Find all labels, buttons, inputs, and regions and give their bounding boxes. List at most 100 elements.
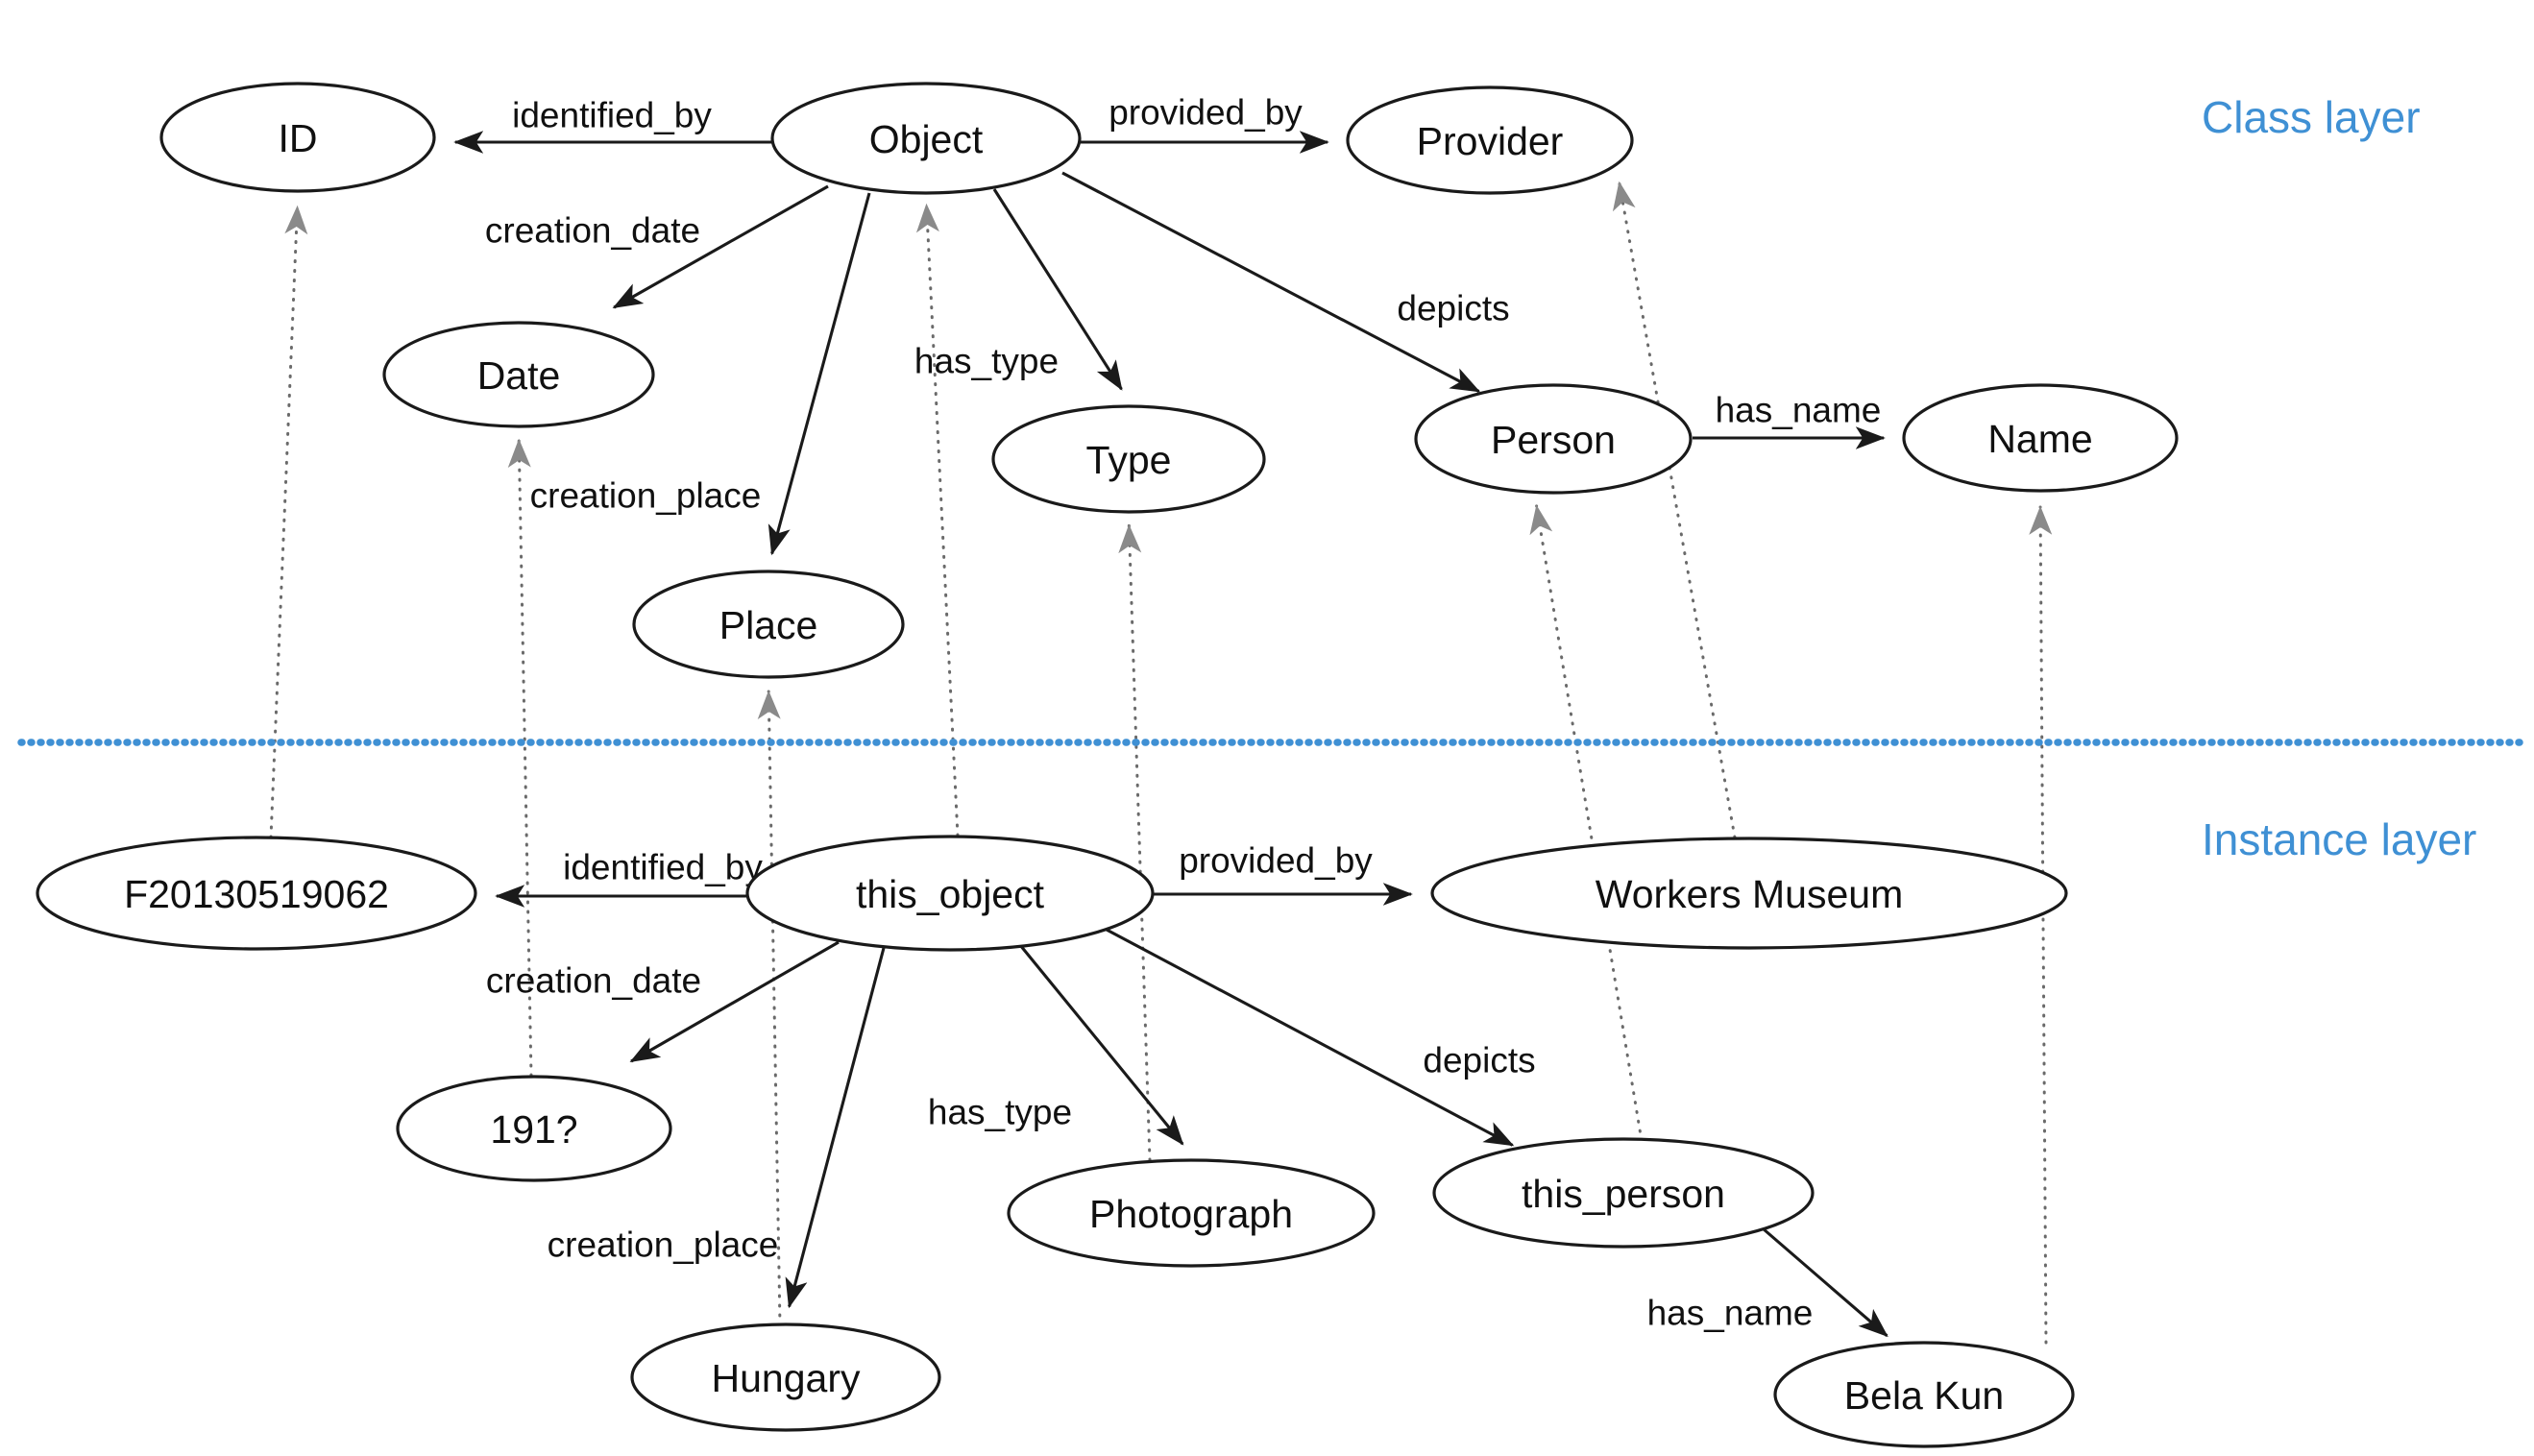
node-hungary[interactable]: Hungary [630,1323,941,1432]
node-ellipse [1773,1341,2075,1448]
node-type[interactable]: Type [991,404,1266,514]
node-ellipse [630,1323,941,1432]
node-id[interactable]: ID [159,82,436,193]
node-ellipse [1414,383,1693,495]
node-label: this_object [856,872,1045,916]
node-ellipse [1430,837,2068,950]
node-label: F20130519062 [124,872,389,916]
edge-label: identified_by [512,96,712,135]
instance-of-link [269,205,308,839]
node-ellipse [396,1075,672,1182]
edge-c-creation_date: creation_date [485,184,829,309]
node-ellipse [632,570,905,679]
edge-label: depicts [1423,1041,1535,1080]
node-ellipse [770,82,1082,195]
edge-i-creation_place: creation_place [548,947,886,1309]
instance-of-link [2029,505,2053,1345]
node-label: Name [1987,417,2092,461]
node-place[interactable]: Place [632,570,905,679]
edge-arrow [629,940,840,1063]
edge-label: creation_date [486,961,701,1001]
edge-arrow [1754,1221,1888,1338]
node-provider[interactable]: Provider [1346,85,1634,195]
node-191-[interactable]: 191? [396,1075,672,1182]
node-f20130519062[interactable]: F20130519062 [36,836,477,951]
node-label: Place [719,603,818,647]
edge-label: provided_by [1179,841,1373,881]
node-workers-museum[interactable]: Workers Museum [1430,837,2068,950]
instance-of-link [915,203,960,837]
node-date[interactable]: Date [382,321,655,428]
edge-arrow [1106,928,1515,1147]
node-label: Provider [1417,119,1564,163]
edge-arrow [768,192,871,556]
node-label: Object [869,117,984,161]
edge-label: depicts [1397,289,1509,328]
node-this-person[interactable]: this_person [1432,1137,1815,1249]
node-ellipse [382,321,655,428]
node-label: Photograph [1089,1192,1293,1236]
instance-layer-edges-group: identified_by provided_by creation_datecre… [486,841,1888,1338]
node-label: Type [1086,438,1172,482]
node-person[interactable]: Person [1414,383,1693,495]
instance-of-link [507,438,533,1078]
edge-c-has_type: has_type [914,188,1123,391]
edge-i-identified_by: identified_by [495,848,763,908]
class-layer-edges-group: identified_by provided_by creation_datecre… [453,93,1886,556]
edge-arrow [1061,171,1481,393]
edge-c-depicts: depicts [1061,171,1510,393]
instance-of-link [1118,523,1152,1162]
node-label: Date [477,353,561,398]
node-ellipse [1432,1137,1815,1249]
edge-label: has_type [914,342,1059,381]
instance-layer-nodes-group: F20130519062 this_object Workers Museum 191… [36,835,2075,1448]
edge-label: creation_date [485,211,700,251]
node-ellipse [991,404,1266,514]
edge-label: creation_place [530,476,762,516]
edge-label: provided_by [1109,93,1303,133]
edge-c-identified_by: identified_by [453,96,771,154]
node-label: this_person [1522,1172,1725,1216]
node-ellipse [745,835,1155,952]
node-photograph[interactable]: Photograph [1007,1158,1376,1268]
edge-c-provided_by: provided_by [1081,93,1329,154]
node-object[interactable]: Object [770,82,1082,195]
edge-arrow [612,184,829,309]
node-label: 191? [490,1107,577,1152]
edge-label: has_name [1716,391,1882,430]
edge-arrow [992,188,1123,391]
node-ellipse [1346,85,1634,195]
node-ellipse [36,836,477,951]
instance-layer-caption: Instance layer [2202,814,2476,864]
edge-i-provided_by: provided_by [1153,841,1413,906]
edge-i-has_type: has_type [928,944,1184,1146]
node-label: Person [1491,418,1616,462]
edge-label: has_name [1647,1294,1814,1333]
instance-of-link [1529,504,1644,1143]
edge-i-creation_date: creation_date [486,940,840,1063]
node-ellipse [159,82,436,193]
edge-c-has_name: has_name [1693,391,1886,449]
edge-i-depicts: depicts [1106,928,1536,1147]
node-name[interactable]: Name [1902,383,2179,493]
node-ellipse [1902,383,2179,493]
node-this-object[interactable]: this_object [745,835,1155,952]
node-label: ID [279,116,318,160]
edge-label: has_type [928,1093,1072,1132]
edge-c-creation_place: creation_place [530,192,871,556]
edge-i-has_name: has_name [1647,1221,1888,1338]
node-label: Workers Museum [1596,872,1903,916]
edge-arrow [785,947,886,1309]
class-layer-caption: Class layer [2202,92,2421,142]
node-ellipse [1007,1158,1376,1268]
node-bela-kun[interactable]: Bela Kun [1773,1341,2075,1448]
instance-of-links-group [269,181,2053,1345]
node-label: Hungary [712,1356,861,1400]
node-label: Bela Kun [1844,1373,2004,1418]
edge-label: creation_place [548,1225,779,1265]
instance-of-link [757,690,782,1327]
edge-arrow [1018,944,1184,1146]
